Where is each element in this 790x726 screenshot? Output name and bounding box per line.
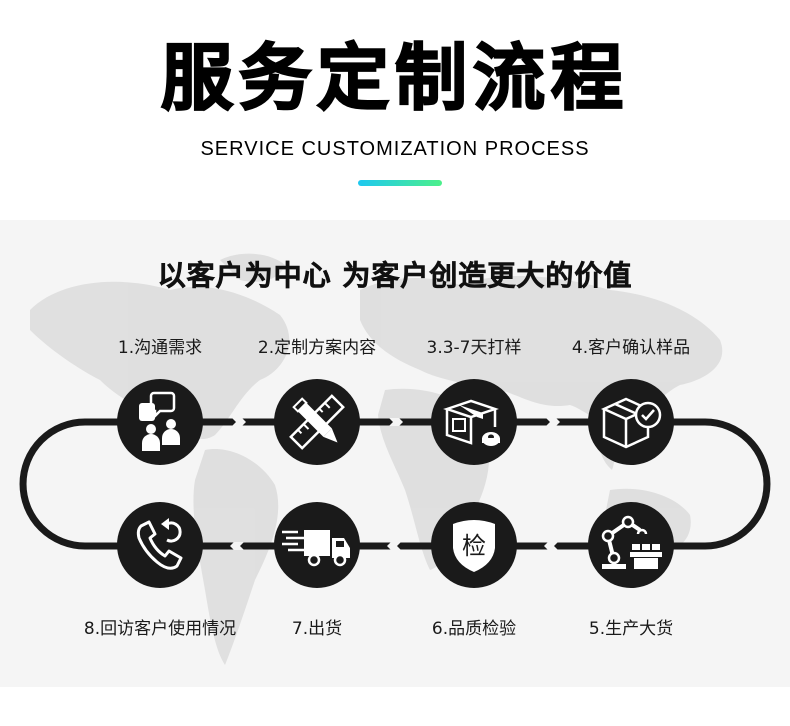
package-tape-icon [443,399,500,446]
inspection-shield-icon: 检 [453,520,495,572]
step-label-7: 7.出货 [291,619,343,639]
step-1-circle [117,379,203,465]
process-track [19,418,771,550]
step-4-circle [588,379,674,465]
step-6-circle: 检 [431,502,517,588]
svg-text:检: 检 [462,532,486,560]
delivery-truck-icon [282,530,350,567]
slogan: 以客户为中心 为客户创造更大的价值 [157,259,633,293]
step-label-5: 5.生产大货 [588,619,674,639]
accent-bar [358,180,442,186]
page-title: 服务定制流程 [160,35,629,121]
box-check-icon [600,397,662,449]
robot-arm-icon [601,515,662,569]
step-label-8: 8.回访客户使用情况 [83,619,237,639]
step-label-3: 3.3-7天打样 [426,338,522,358]
step-3-circle [431,379,517,465]
page-subtitle: SERVICE CUSTOMIZATION PROCESS [200,138,590,160]
step-label-2: 2.定制方案内容 [257,338,377,358]
phone-callback-icon [136,518,183,570]
pencil-ruler-icon [289,394,345,450]
step-label-1: 1.沟通需求 [117,338,203,358]
step-label-4: 4.客户确认样品 [571,338,691,358]
chat-people-icon [139,391,180,451]
step-7-circle [274,502,360,588]
step-label-6: 6.品质检验 [431,619,517,639]
step-5-circle [588,502,674,588]
step-8-circle [117,502,203,588]
step-2-circle [274,379,360,465]
